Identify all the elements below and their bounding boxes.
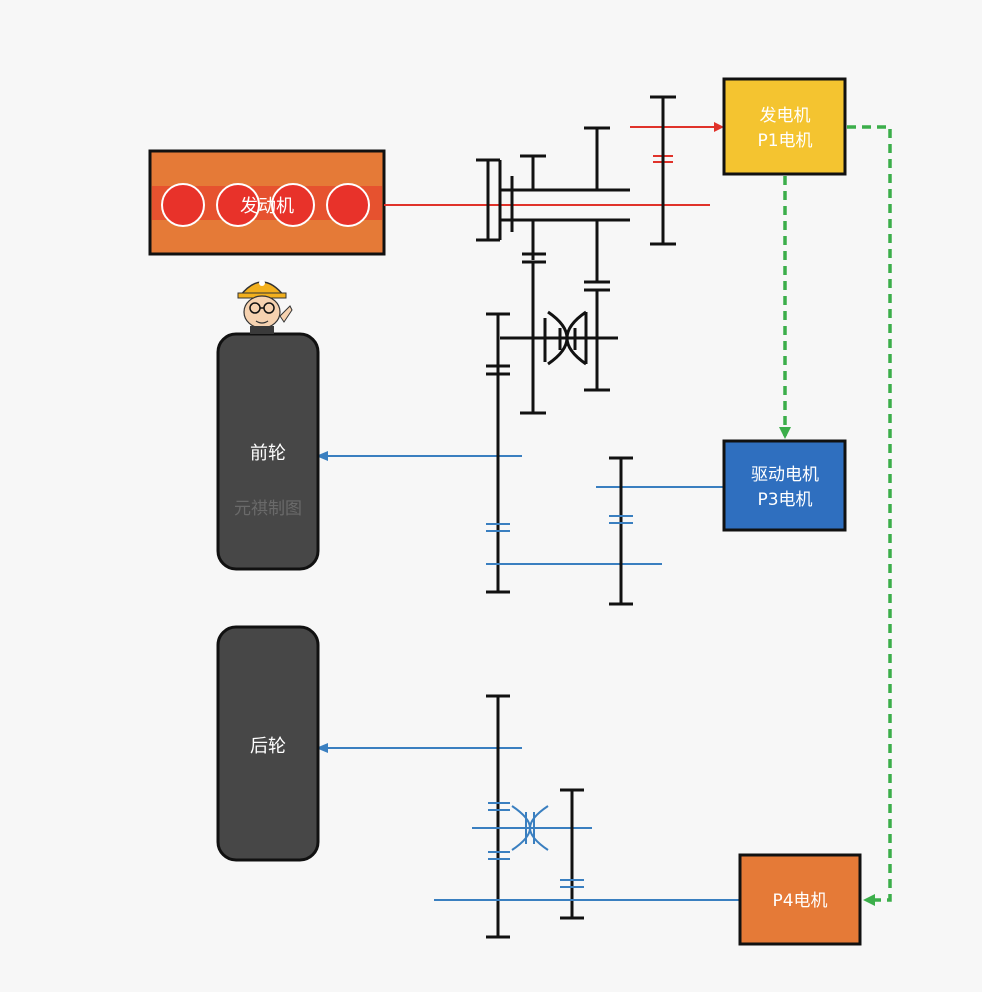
generator-p1-motor: 发电机 P1电机 [722, 77, 847, 176]
engine-cylinder-1 [161, 183, 205, 227]
drive-label-line2: P3电机 [757, 490, 812, 510]
front-differential [486, 310, 618, 366]
generator-label-line1: 发电机 [760, 106, 811, 126]
generator-label-line2: P1电机 [757, 131, 812, 151]
engine-label: 发动机 [240, 196, 294, 217]
engine-cylinder-4 [326, 183, 370, 227]
engine-block: 发动机 [148, 149, 386, 256]
p4-label: P4电机 [772, 891, 827, 911]
clutch-assembly [476, 126, 630, 415]
drive-p3-motor: 驱动电机 P3电机 [722, 439, 847, 532]
rear-wheel-label: 后轮 [250, 736, 286, 757]
rear-gear-train [316, 694, 740, 939]
electric-power-flow [779, 125, 892, 906]
front-gear-train [316, 364, 724, 606]
engine-cylinder-3 [271, 183, 315, 227]
drive-label-line1: 驱动电机 [751, 465, 819, 485]
engine-output-shaft [384, 122, 724, 206]
watermark: 元祺制图 [234, 499, 302, 519]
rear-wheel: 后轮 [216, 625, 320, 862]
engineer-mascot-icon [237, 280, 293, 334]
engine-cylinder-2 [216, 183, 260, 227]
front-wheel-label: 前轮 [250, 443, 286, 464]
generator-gear [650, 95, 676, 246]
front-wheel: 前轮 元祺制图 [216, 332, 320, 571]
p4-motor: P4电机 [738, 853, 862, 946]
